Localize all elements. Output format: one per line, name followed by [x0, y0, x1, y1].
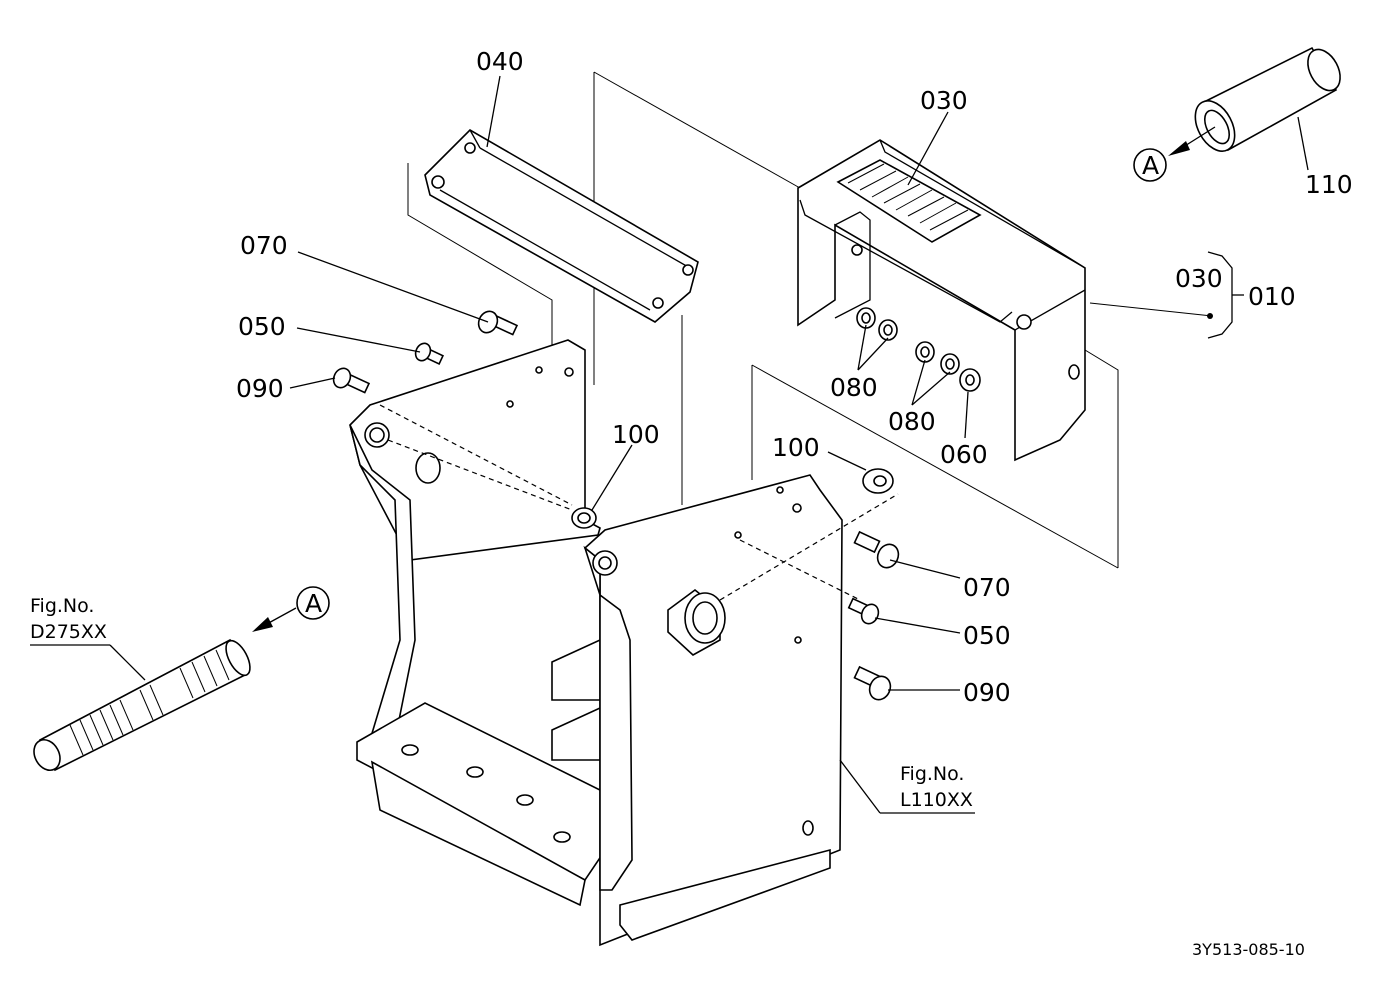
label-080-upper: 080: [830, 373, 878, 402]
part-labels: 040 030 110 030 010 070 050 090 100 080 …: [236, 47, 1353, 707]
fig-ref-right-code: L110XX: [900, 789, 973, 811]
label-050-left: 050: [238, 312, 286, 341]
label-050-right: 050: [963, 621, 1011, 650]
callout-arrow-a-top: [1133, 126, 1216, 182]
bolt-050-right: [847, 597, 880, 625]
label-090-right: 090: [963, 678, 1011, 707]
frame-right-plate: [583, 474, 843, 947]
splined-shaft: [33, 638, 251, 772]
washer-100-left: [571, 507, 597, 529]
label-100-left: 100: [612, 420, 660, 449]
bolt-090-left: [332, 367, 371, 394]
figure-reference-right: Fig.No. L110XX: [900, 763, 973, 811]
fig-ref-left-code: D275XX: [30, 621, 107, 643]
bolt-050-left: [414, 342, 445, 365]
bolt-070-right: [853, 530, 900, 569]
assembly-dashed-lines: [379, 404, 899, 601]
label-100-right: 100: [772, 433, 820, 462]
label-010: 010: [1248, 282, 1296, 311]
label-030-kit: 030: [1175, 264, 1223, 293]
washer-100-right: [862, 468, 894, 494]
leader-lines: [30, 75, 1309, 814]
figure-reference-left: Fig.No. D275XX: [30, 595, 107, 643]
callout-arrow-a-left: [252, 586, 330, 632]
drawing-code: 3Y513-085-10: [1192, 940, 1305, 959]
frame-left-plate: [349, 339, 601, 741]
label-070-right: 070: [963, 573, 1011, 602]
fig-ref-left-title: Fig.No.: [30, 595, 94, 617]
bracket-040: [424, 128, 699, 323]
callout-a-left: A: [305, 589, 322, 618]
washer-060: [959, 368, 981, 392]
nuts-080: [856, 307, 960, 375]
label-060: 060: [940, 440, 988, 469]
assembly-bracket-010: [1207, 251, 1244, 339]
bolt-070-left: [477, 310, 519, 336]
label-110: 110: [1305, 170, 1353, 199]
sleeve-110: [1194, 46, 1341, 152]
cover-010: [797, 139, 1086, 462]
label-070-left: 070: [240, 231, 288, 260]
label-040: 040: [476, 47, 524, 76]
label-030: 030: [920, 86, 968, 115]
callout-a-top: A: [1142, 151, 1159, 180]
label-090-left: 090: [236, 374, 284, 403]
fig-ref-right-title: Fig.No.: [900, 763, 964, 785]
bolt-090-right: [853, 665, 892, 701]
label-080-lower: 080: [888, 407, 936, 436]
